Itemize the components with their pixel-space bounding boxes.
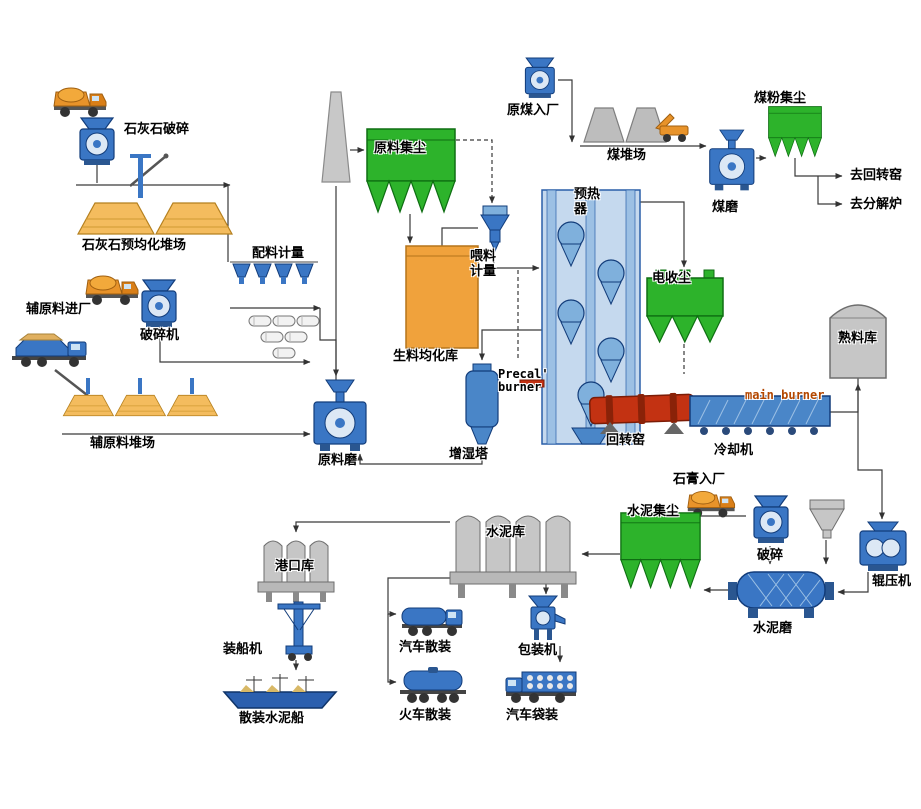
gypsum-hopper [809, 499, 845, 539]
raw-meal-silo [405, 245, 479, 349]
limestone-crusher [79, 117, 115, 166]
label-coal-dust-collector: 煤粉集尘 [754, 91, 807, 106]
batching-hoppers [230, 261, 318, 284]
aux-material-truck [85, 275, 139, 306]
feed-metering-hopper [480, 205, 510, 252]
label-limestone-preblending-yard: 石灰石预均化堆场 [82, 238, 187, 253]
label-feeding-metering: 喂料计量 [470, 249, 497, 279]
label-truck-bag-loading: 汽车袋装 [506, 708, 559, 723]
label-aux-material-yard: 辅原料堆场 [90, 436, 156, 451]
label-coal-yard: 煤堆场 [607, 148, 647, 163]
label-rotary-kiln: 回转窑 [606, 433, 646, 448]
packing-machine [528, 595, 566, 641]
humidifying-tower [465, 363, 499, 445]
label-raw-coal-inbound: 原煤入厂 [507, 103, 560, 118]
label-train-bulk-loading: 火车散装 [399, 708, 452, 723]
label-cement-mill: 水泥磨 [753, 621, 793, 636]
label-to-calciner: 去分解炉 [850, 197, 903, 212]
label-roller-press: 辊压机 [872, 574, 912, 589]
label-gypsum-inbound: 石膏入厂 [673, 472, 726, 487]
label-preheater: 预热器 [574, 187, 601, 217]
label-coal-mill: 煤磨 [712, 200, 739, 215]
ship-loader [277, 601, 321, 661]
belt-rollers [248, 315, 320, 359]
precal-burner-pipe [519, 379, 545, 388]
label-cooler: 冷却机 [714, 443, 754, 458]
bag-truck [505, 671, 577, 704]
cement-mill [728, 571, 834, 618]
rotary-kiln [588, 392, 696, 434]
label-electrostatic-precipitator: 电收尘 [652, 271, 692, 286]
label-truck-bulk-loading: 汽车散装 [399, 640, 452, 655]
label-main-burner: main burner [745, 388, 825, 402]
flatbed-truck [11, 333, 87, 368]
aux-crusher [141, 279, 177, 328]
label-raw-meal-homogenizing-silo: 生料均化库 [393, 349, 459, 364]
gypsum-crusher [753, 495, 789, 544]
label-batching-metering: 配料计量 [252, 246, 305, 261]
label-limestone-crushing: 石灰石破碎 [124, 122, 190, 137]
label-humidifying-tower: 增湿塔 [449, 447, 489, 462]
coal-intake-machine [524, 57, 555, 99]
chimney [321, 91, 351, 183]
flow-connectors [54, 79, 885, 685]
label-to-rotary-kiln: 去回转窑 [850, 168, 903, 183]
rail-tank-wagon [399, 666, 467, 704]
bulk-tank-truck [401, 607, 463, 637]
roller-press [859, 521, 907, 571]
label-clinker-silo: 熟料库 [838, 331, 878, 346]
bulk-cement-ship [223, 673, 337, 709]
label-gypsum-crushing: 破碎 [757, 548, 784, 563]
coal-mill [709, 129, 755, 191]
label-port-silo: 港口库 [275, 559, 315, 574]
label-raw-material-dust-collector: 原料集尘 [374, 141, 427, 156]
raw-mill [313, 379, 367, 452]
coal-piles [583, 107, 667, 143]
label-cement-dust-collector: 水泥集尘 [627, 504, 680, 519]
coal-dust-collector [768, 106, 822, 157]
cement-dust-collector [620, 512, 701, 589]
label-aux-material-inbound: 辅原料进厂 [26, 302, 92, 317]
clinker-silo [829, 304, 887, 379]
port-silo [257, 540, 335, 602]
aux-material-piles [62, 378, 218, 417]
label-cement-silo: 水泥库 [486, 525, 526, 540]
label-crusher-machine: 破碎机 [140, 328, 180, 343]
label-precal-burner: Precal' burner [498, 367, 549, 395]
limestone-truck [53, 87, 107, 118]
grate-cooler [689, 395, 831, 435]
label-packing-machine: 包装机 [518, 643, 558, 658]
limestone-preblending-piles [77, 154, 233, 235]
label-ship-loader: 装船机 [223, 642, 263, 657]
label-raw-mill: 原料磨 [318, 453, 358, 468]
cement-silo [449, 515, 577, 598]
coal-stacker [655, 113, 689, 142]
label-bulk-cement-ship: 散装水泥船 [239, 711, 305, 726]
